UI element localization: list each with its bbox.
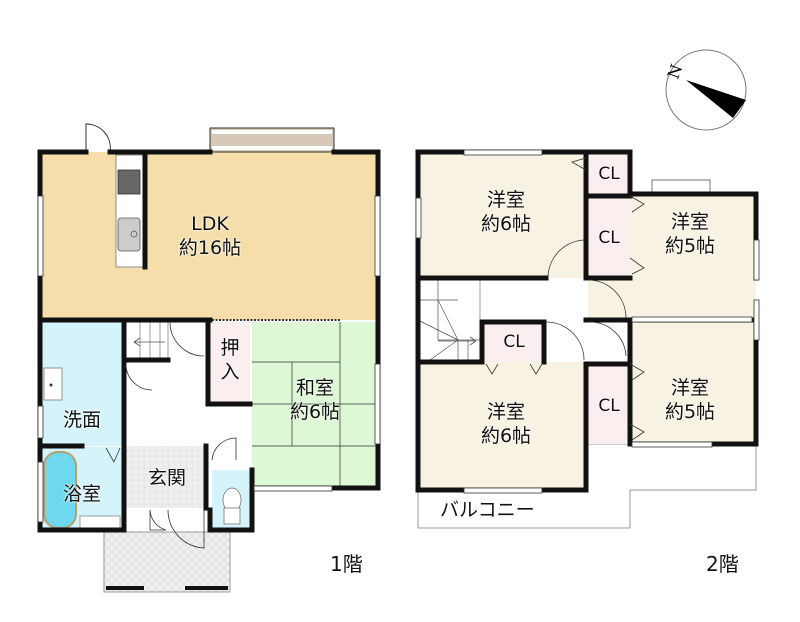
room-ldk: LDK 約16帖 [165, 212, 255, 260]
room-name: 和室 [295, 377, 334, 399]
room-name: 洋室 [486, 189, 525, 211]
room-senmen: 洗面 [62, 409, 101, 431]
room-oshiire: 押入 [210, 336, 250, 384]
balcony-label: バルコニー [440, 499, 535, 521]
room-yoshitsu-nw: 洋室 約6帖 [456, 188, 556, 236]
room-yoshitsu-se: 洋室 約5帖 [640, 376, 740, 424]
room-size: 約5帖 [664, 235, 716, 257]
room-name: 洋室 [486, 401, 525, 423]
room-genkan: 玄関 [147, 467, 186, 489]
room-size: 約6帖 [480, 425, 532, 447]
closet-4: CL [598, 396, 620, 416]
room-size: 約6帖 [289, 401, 341, 423]
closet-3: CL [503, 332, 525, 352]
room-yokushitsu: 浴室 [62, 483, 101, 505]
room-yoshitsu-ne: 洋室 約5帖 [640, 210, 740, 258]
room-name: LDK [191, 213, 229, 235]
room-washitsu: 和室 約6帖 [270, 376, 360, 424]
closet-2: CL [598, 228, 620, 248]
room-name: 洋室 [670, 211, 709, 233]
floor-label-2f: 2階 [706, 552, 739, 576]
room-yoshitsu-sw: 洋室 約6帖 [456, 400, 556, 448]
room-name: 洋室 [670, 377, 709, 399]
floor-label-1f: 1階 [330, 552, 363, 576]
room-size: 約5帖 [664, 401, 716, 423]
room-size: 約6帖 [480, 213, 532, 235]
closet-1: CL [598, 164, 620, 184]
room-size: 約16帖 [178, 237, 242, 259]
room-name: 押入 [220, 337, 240, 383]
